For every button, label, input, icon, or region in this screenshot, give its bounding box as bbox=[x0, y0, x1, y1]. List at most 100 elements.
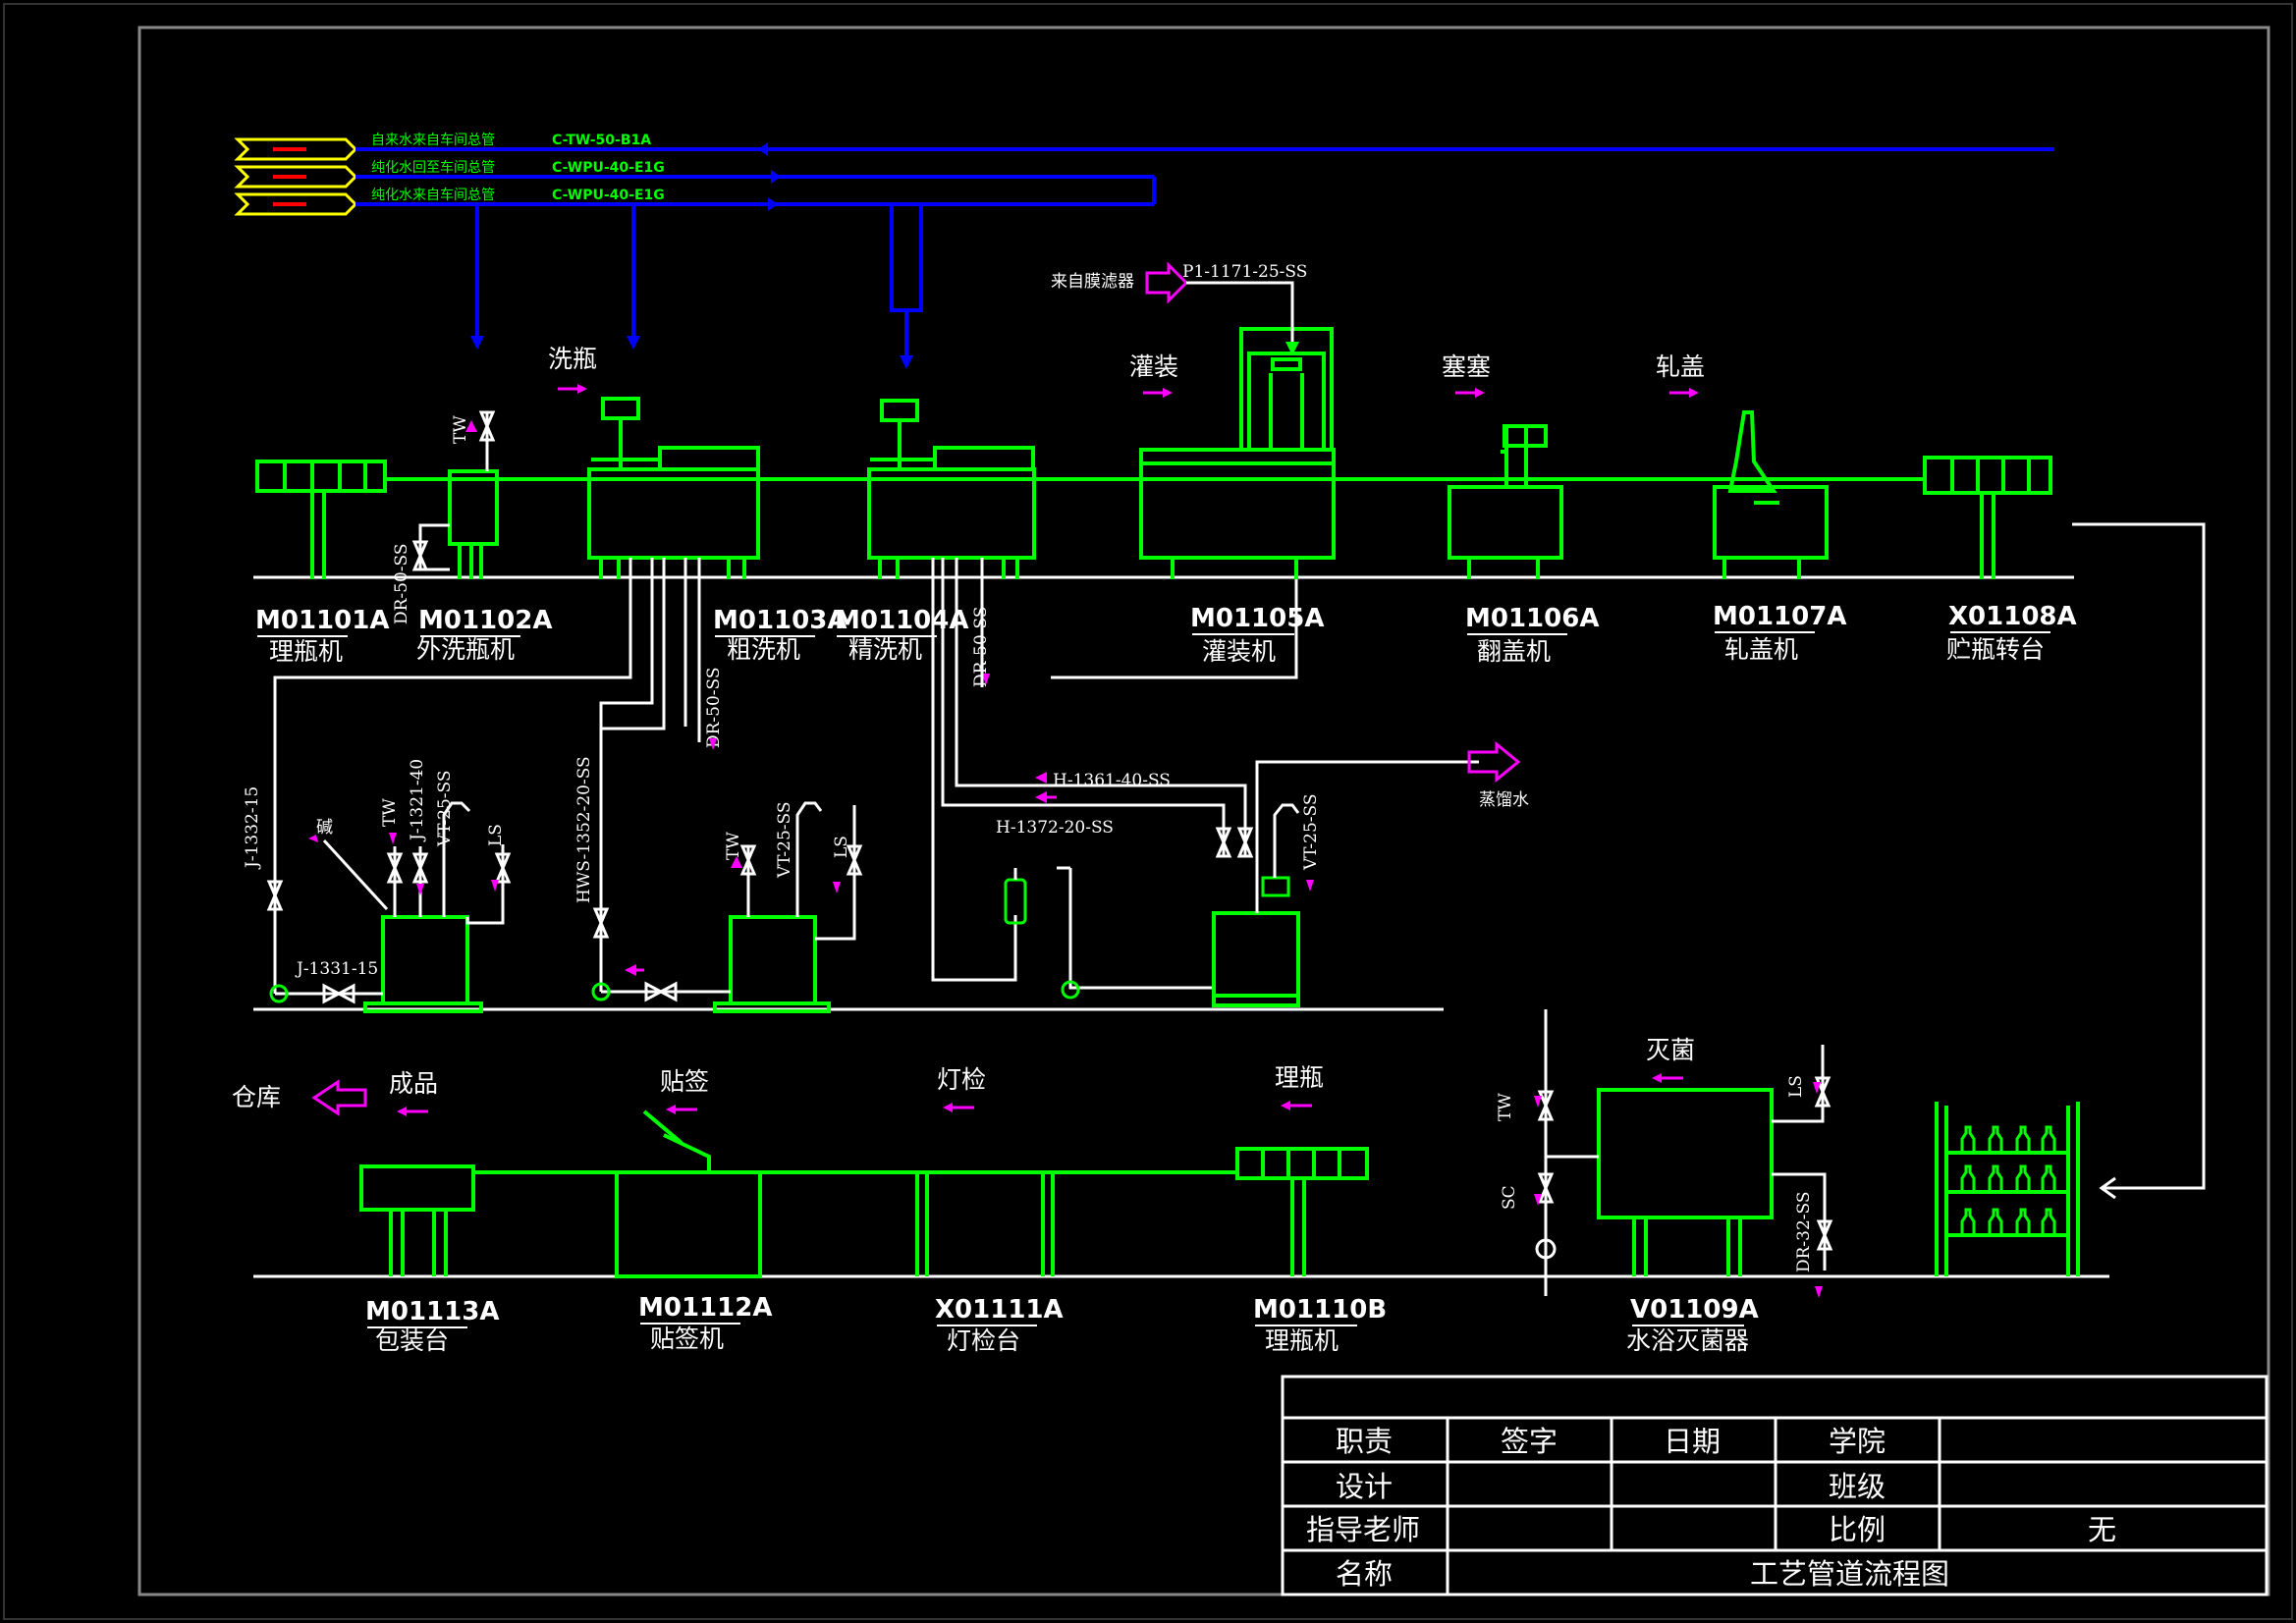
tag-tw2: TW bbox=[380, 798, 400, 827]
pump-1 bbox=[266, 880, 383, 1004]
equipment-m01105a bbox=[1139, 327, 1336, 579]
equipment-labels-top: M01101A 理瓶机 M01102A 外洗瓶机 M01103A 粗洗机 M01… bbox=[255, 602, 2077, 666]
flow-arrows-bottom bbox=[397, 1073, 1683, 1116]
tank-distilled bbox=[1212, 760, 1479, 1007]
pump-2 bbox=[591, 907, 731, 1002]
filter-and-pump-3 bbox=[1004, 868, 1214, 1000]
eq-name-m01104a: 精洗机 bbox=[848, 635, 922, 664]
eq-code-m01103a: M01103A bbox=[713, 606, 847, 635]
bottle-rack bbox=[1935, 1102, 2080, 1276]
tag-dr3: DR-50-SS bbox=[704, 667, 724, 748]
eq-code-m01104a: M01104A bbox=[835, 606, 968, 635]
tag-ls3: LS bbox=[1786, 1075, 1806, 1098]
eq-name-m01105a: 灌装机 bbox=[1202, 637, 1276, 666]
equipment-m01110b bbox=[1235, 1147, 1369, 1276]
tag-hws: HWS-1352-20-SS bbox=[574, 756, 594, 903]
equipment-m01104a bbox=[867, 399, 1036, 579]
eq-name-m01107a: 轧盖机 bbox=[1724, 635, 1798, 664]
eq-code-m01102a: M01102A bbox=[418, 606, 552, 635]
eq-name-m01101a: 理瓶机 bbox=[269, 637, 343, 666]
eq-code-x01111a: X01111A bbox=[935, 1295, 1064, 1325]
legend-code-1: C-TW-50-B1A bbox=[552, 133, 651, 148]
equipment-m01113a bbox=[359, 1164, 475, 1276]
eq-name-m01112a: 贴签机 bbox=[650, 1325, 724, 1353]
eq-code-m01110b: M01110B bbox=[1253, 1295, 1387, 1325]
equipment-v01109a bbox=[1534, 1009, 1833, 1298]
tag-vt1: VT-25-SS bbox=[435, 770, 455, 847]
label-arrange: 理瓶 bbox=[1275, 1063, 1324, 1092]
flow-arrows-top bbox=[558, 384, 1699, 398]
tag-ls1: LS bbox=[486, 824, 506, 846]
label-wash: 洗瓶 bbox=[548, 345, 597, 373]
equipment-m01112a bbox=[615, 1109, 762, 1278]
tank-alkali bbox=[308, 801, 512, 1013]
source-distilled: 蒸馏水 bbox=[1479, 790, 1529, 810]
tb-role: 职责 bbox=[1336, 1425, 1393, 1458]
legend-arrow-3 bbox=[234, 192, 358, 216]
label-sterilize: 灭菌 bbox=[1646, 1036, 1695, 1064]
outer-frame bbox=[3, 3, 2293, 1620]
tag-j1321: J-1321-40 bbox=[408, 759, 427, 842]
equipment-m01102a bbox=[418, 412, 499, 579]
legend-desc-2: 纯化水回至车间总管 bbox=[371, 159, 495, 176]
tb-date: 日期 bbox=[1664, 1425, 1721, 1458]
label-warehouse: 仓库 bbox=[232, 1083, 281, 1111]
legend-arrow-1 bbox=[234, 137, 358, 161]
label-cap: 轧盖 bbox=[1656, 352, 1705, 381]
eq-code-m01112a: M01112A bbox=[638, 1293, 772, 1323]
tb-scale: 比例 bbox=[1829, 1513, 1886, 1546]
tb-sign: 签字 bbox=[1501, 1425, 1558, 1458]
eq-code-m01106a: M01106A bbox=[1465, 604, 1599, 633]
tag-vt2: VT-25-SS bbox=[775, 801, 794, 879]
tb-scale-value: 无 bbox=[2088, 1513, 2116, 1546]
process-pipes-middle bbox=[273, 558, 1298, 994]
equipment-m01107a bbox=[1713, 410, 1829, 579]
tag-tw4: TW bbox=[1496, 1093, 1515, 1121]
legend-code-3: C-WPU-40-E1G bbox=[552, 188, 665, 203]
tag-tw3: TW bbox=[724, 832, 743, 860]
legend-code-2: C-WPU-40-E1G bbox=[552, 160, 665, 176]
tag-vt3: VT-25-SS bbox=[1301, 793, 1321, 871]
tag-ls2: LS bbox=[832, 836, 851, 858]
label-label: 贴签 bbox=[660, 1067, 709, 1096]
inner-frame bbox=[137, 26, 2270, 1596]
tb-advisor: 指导老师 bbox=[1306, 1513, 1420, 1546]
tag-tw1: TW bbox=[451, 415, 470, 444]
eq-name-m01113a: 包装台 bbox=[375, 1326, 449, 1355]
eq-code-m01107a: M01107A bbox=[1713, 602, 1846, 631]
source-alkali: 碱 bbox=[316, 818, 333, 838]
eq-name-m01106a: 翻盖机 bbox=[1477, 637, 1551, 666]
tag-h1361: H-1361-40-SS bbox=[1053, 771, 1171, 790]
equipment-m01103a bbox=[587, 397, 760, 579]
tank-coarse bbox=[713, 801, 863, 1013]
eq-name-v01109a: 水浴灭菌器 bbox=[1626, 1326, 1749, 1355]
eq-code-x01108a: X01108A bbox=[1948, 602, 2077, 631]
eq-code-m01113a: M01113A bbox=[365, 1297, 499, 1326]
tb-design: 设计 bbox=[1336, 1470, 1393, 1503]
tb-class: 班级 bbox=[1829, 1470, 1886, 1503]
equipment-x01108a bbox=[1923, 456, 2052, 579]
tag-j1332: J-1332-15 bbox=[243, 786, 262, 870]
equipment-m01106a bbox=[1448, 424, 1563, 579]
eq-name-x01111a: 灯检台 bbox=[947, 1326, 1020, 1355]
source-membrane-line: P1-1171-25-SS bbox=[1182, 262, 1307, 282]
eq-name-m01110b: 理瓶机 bbox=[1265, 1326, 1339, 1355]
tag-sc: SC bbox=[1500, 1185, 1519, 1210]
eq-name-x01108a: 贮瓶转台 bbox=[1946, 635, 2045, 664]
eq-code-v01109a: V01109A bbox=[1630, 1295, 1759, 1325]
legend-arrow-2 bbox=[234, 165, 358, 189]
label-product: 成品 bbox=[389, 1069, 438, 1098]
eq-code-m01101a: M01101A bbox=[255, 606, 389, 635]
title-block: 职责 签字 日期 学院 设计 班级 指导老师 比例 无 名称 工艺管道流程图 bbox=[1281, 1375, 2269, 1596]
label-fill: 灌装 bbox=[1129, 352, 1178, 381]
valve-tw-m01102a: TW bbox=[451, 410, 496, 444]
eq-name-m01103a: 粗洗机 bbox=[727, 635, 800, 664]
source-membrane: 来自膜滤器 bbox=[1051, 272, 1134, 292]
label-stopper: 塞塞 bbox=[1442, 352, 1491, 381]
eq-name-m01102a: 外洗瓶机 bbox=[416, 635, 515, 664]
tag-dr32: DR-32-SS bbox=[1794, 1191, 1814, 1272]
valve-dr-m01102a: DR-50-SS bbox=[392, 540, 429, 624]
equipment-labels-bottom: M01113A 包装台 M01112A 贴签机 X01111A 灯检台 M011… bbox=[365, 1293, 1759, 1355]
label-inspect: 灯检 bbox=[937, 1065, 986, 1094]
